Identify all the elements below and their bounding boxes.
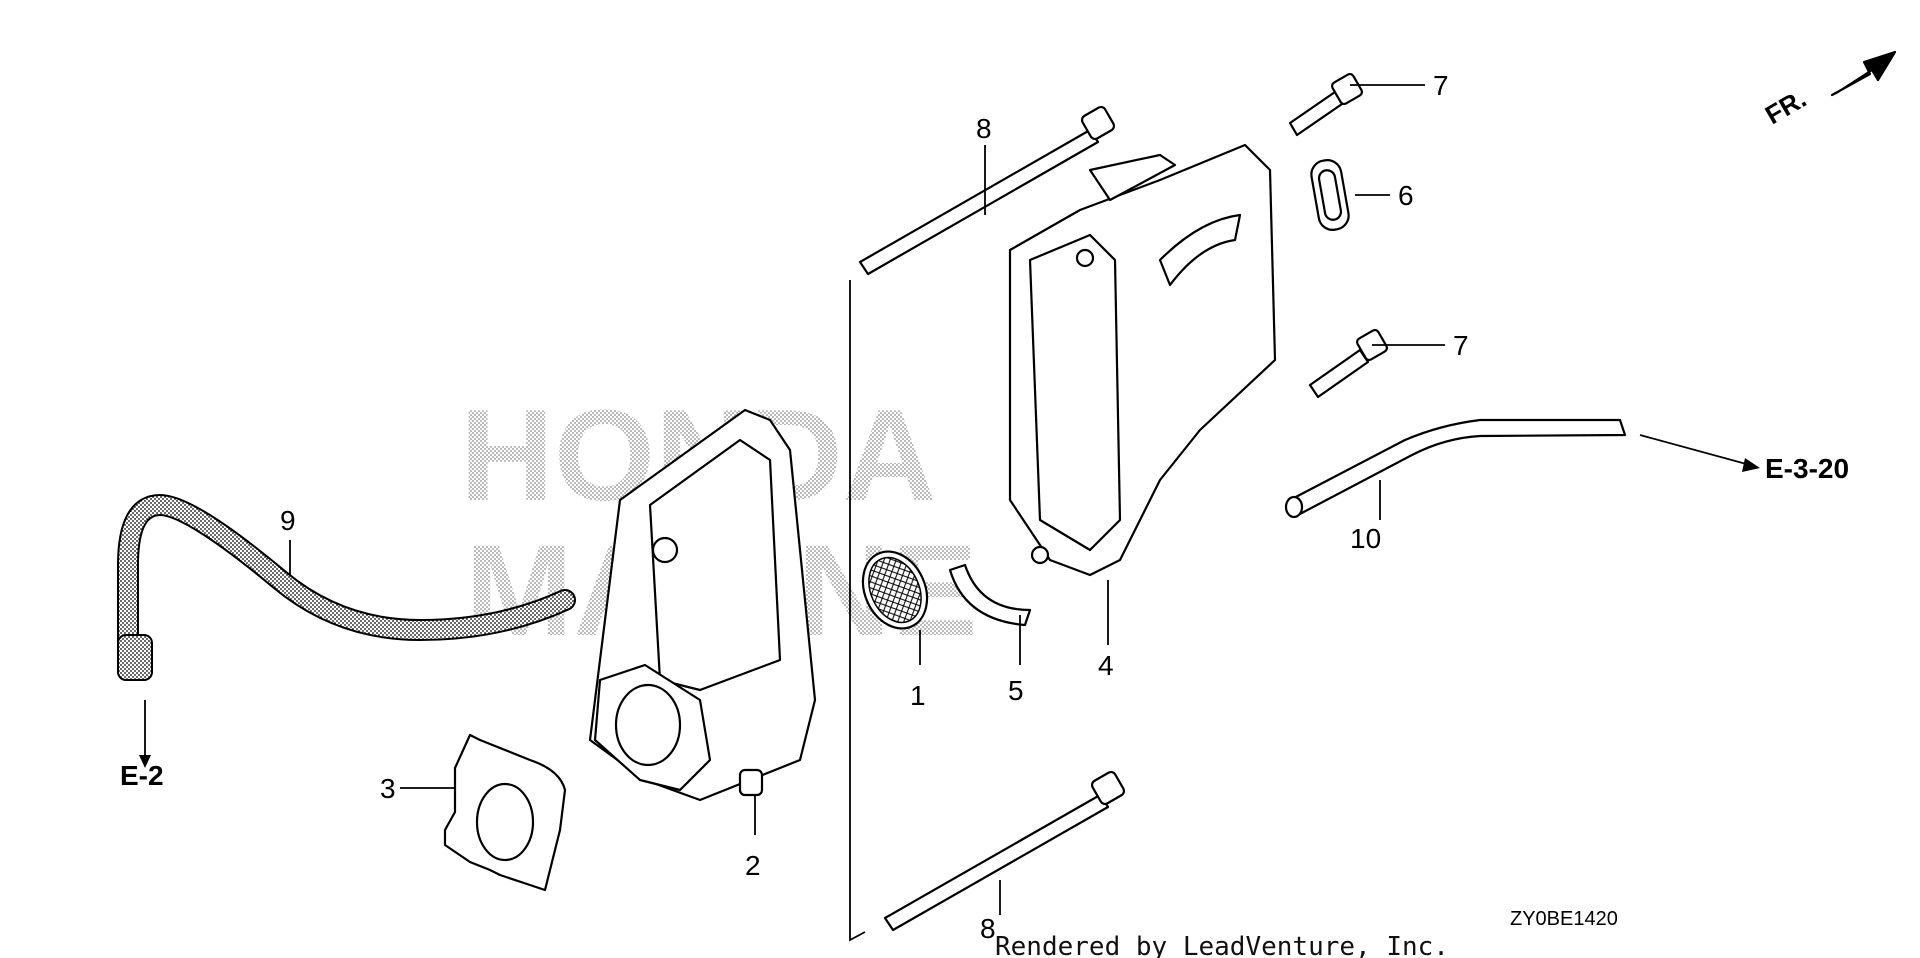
callout-9: 9 <box>280 505 296 536</box>
front-label: FR. <box>1760 83 1811 130</box>
callout-5: 5 <box>1008 675 1024 706</box>
ref-e-2: E-2 <box>120 760 164 791</box>
diagram-code: ZY0BE1420 <box>1510 908 1618 930</box>
part-4-separator-cover <box>1008 143 1277 577</box>
callout-8-lower: 8 <box>980 913 996 944</box>
front-direction-indicator: FR. <box>1760 50 1897 130</box>
callout-6: 6 <box>1398 180 1414 211</box>
callouts: 1 2 3 4 5 6 7 7 8 8 9 10 <box>280 70 1469 944</box>
part-3-gasket <box>443 733 567 892</box>
leader-lines <box>139 84 1760 942</box>
part-1-mesh-filter <box>861 550 929 630</box>
part-2-breather-housing <box>588 408 817 802</box>
callout-3: 3 <box>380 773 396 804</box>
cross-references: E-2 E-3-20 <box>120 453 1849 791</box>
part-8-long-bolt-upper <box>858 105 1116 276</box>
callout-8-upper: 8 <box>976 113 992 144</box>
part-10-hose <box>1284 418 1627 519</box>
callout-4: 4 <box>1098 650 1114 681</box>
ref-e-3-20: E-3-20 <box>1765 453 1849 484</box>
callout-7-lower: 7 <box>1453 330 1469 361</box>
render-credit: Rendered by LeadVenture, Inc. <box>995 932 1449 958</box>
callout-7-upper: 7 <box>1433 70 1449 101</box>
part-5-clip <box>948 563 1032 627</box>
callout-2: 2 <box>745 850 761 881</box>
part-6-grommet <box>1310 159 1350 231</box>
part-8-long-bolt-lower <box>883 770 1126 932</box>
front-arrow-icon <box>1830 50 1897 97</box>
part-9-breather-tube <box>117 493 576 681</box>
part-7-bolt-upper <box>1288 72 1364 137</box>
callout-1: 1 <box>910 680 926 711</box>
part-7-bolt-lower <box>1308 328 1389 399</box>
callout-10: 10 <box>1350 523 1381 554</box>
